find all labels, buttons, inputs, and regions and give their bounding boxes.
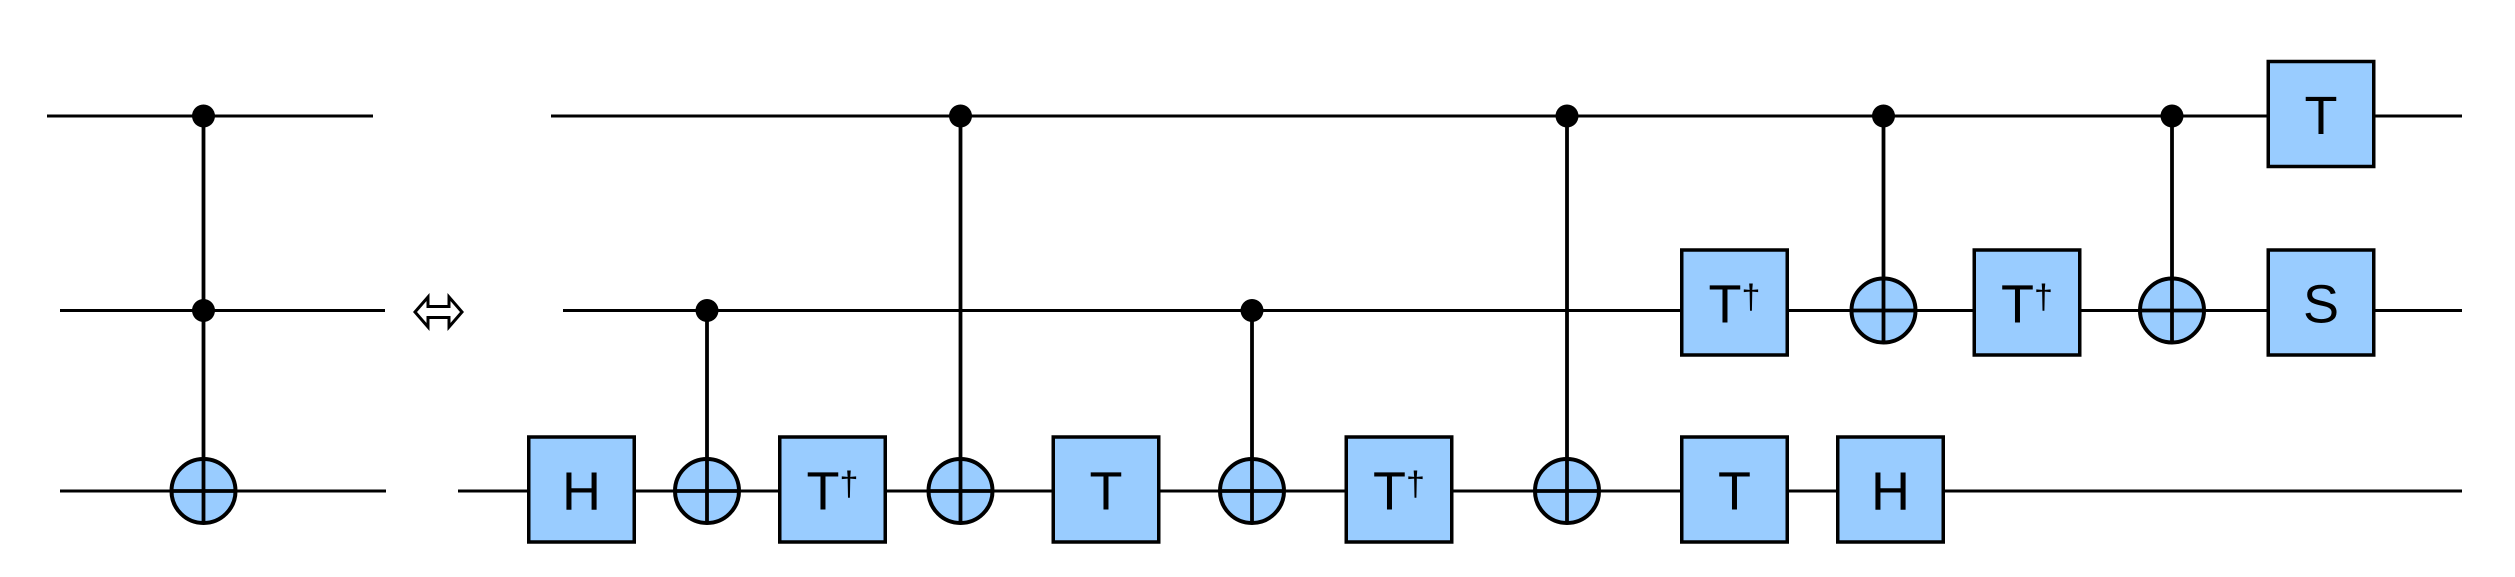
gate-box-t-dagger bbox=[1344, 435, 1454, 544]
gate-box-t bbox=[1051, 435, 1161, 544]
gate-label: T bbox=[1090, 462, 1123, 522]
dagger-superscript: † bbox=[2034, 279, 2053, 317]
dagger-superscript: † bbox=[1742, 279, 1761, 317]
control-dot bbox=[1555, 104, 1579, 128]
control-dot bbox=[2160, 104, 2184, 128]
gate-box-t bbox=[1680, 435, 1789, 544]
control-dot bbox=[192, 104, 215, 128]
gate-box-h bbox=[1836, 435, 1945, 544]
gate-box-s bbox=[2266, 248, 2376, 357]
dagger-superscript: † bbox=[1406, 466, 1425, 504]
gate-label: T bbox=[2305, 86, 2338, 146]
control-dot bbox=[1240, 299, 1264, 322]
gate-label: H bbox=[562, 462, 601, 522]
gate-box-t-dagger bbox=[1680, 248, 1789, 357]
control-dot bbox=[1872, 104, 1895, 128]
control-dot bbox=[192, 299, 215, 322]
gate-box-t-dagger bbox=[778, 435, 887, 544]
gate-label: H bbox=[1871, 462, 1910, 522]
gate-label: T† bbox=[2001, 275, 2053, 335]
gate-label: S bbox=[2303, 275, 2339, 335]
dagger-superscript: † bbox=[840, 466, 859, 504]
gate-box-t bbox=[2266, 59, 2376, 169]
gate-box-t-dagger bbox=[1972, 248, 2082, 357]
gate-label: T bbox=[1718, 462, 1751, 522]
control-dot bbox=[695, 299, 719, 322]
equivalence-arrow-icon bbox=[413, 292, 464, 332]
gate-box-h bbox=[527, 435, 636, 544]
control-dot bbox=[949, 104, 972, 128]
